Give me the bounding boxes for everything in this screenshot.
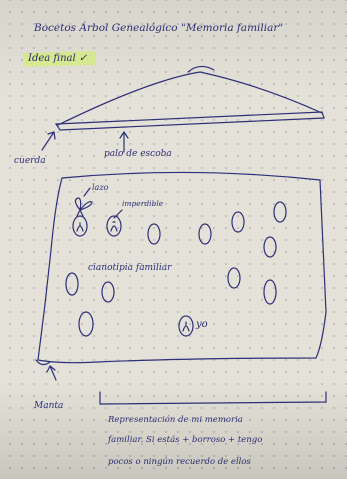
cuerda-line (58, 72, 322, 125)
photo-oval (274, 202, 286, 222)
cuerda-label: cuerda (14, 157, 46, 166)
face-sketch (77, 223, 83, 231)
manta-label: Manta (34, 402, 63, 411)
note-line-1: Representación de mi memoria (108, 416, 243, 425)
yo-label: yo (196, 320, 208, 330)
photo-oval (232, 212, 244, 232)
photo-oval (66, 273, 78, 295)
photo-oval (148, 224, 160, 244)
imperdible-label: imperdible (122, 200, 163, 208)
hook-loop (188, 66, 214, 72)
photo-oval (264, 280, 276, 304)
final-idea-label: Idea final ✓ (28, 54, 87, 64)
cianotipia-label: cianotipia familiar (88, 264, 171, 273)
photo-oval (264, 237, 276, 257)
face-sketch (183, 322, 189, 331)
photo-oval (228, 268, 240, 288)
arrow-manta (47, 366, 56, 380)
photo-oval (102, 282, 114, 302)
note-line-3: pocos o ningún recuerdo de ellos (108, 458, 251, 467)
photo-oval (199, 224, 211, 244)
photo-oval (79, 312, 93, 336)
note-line-2: familiar. Si estás + borroso + tengo (108, 436, 262, 445)
lazo-label: lazo (92, 184, 108, 192)
palo-label: palo de escoba (104, 150, 172, 159)
arrow-lazo (84, 188, 90, 196)
arrow-imperdible (114, 210, 122, 218)
palo-stick (56, 112, 324, 130)
bracket (100, 392, 326, 404)
page-title: Bocetos Árbol Genealógico "Memoria famil… (34, 23, 283, 34)
face-sketch (111, 222, 117, 231)
arrow-cuerda (42, 132, 55, 150)
lazo-bow (75, 198, 92, 216)
